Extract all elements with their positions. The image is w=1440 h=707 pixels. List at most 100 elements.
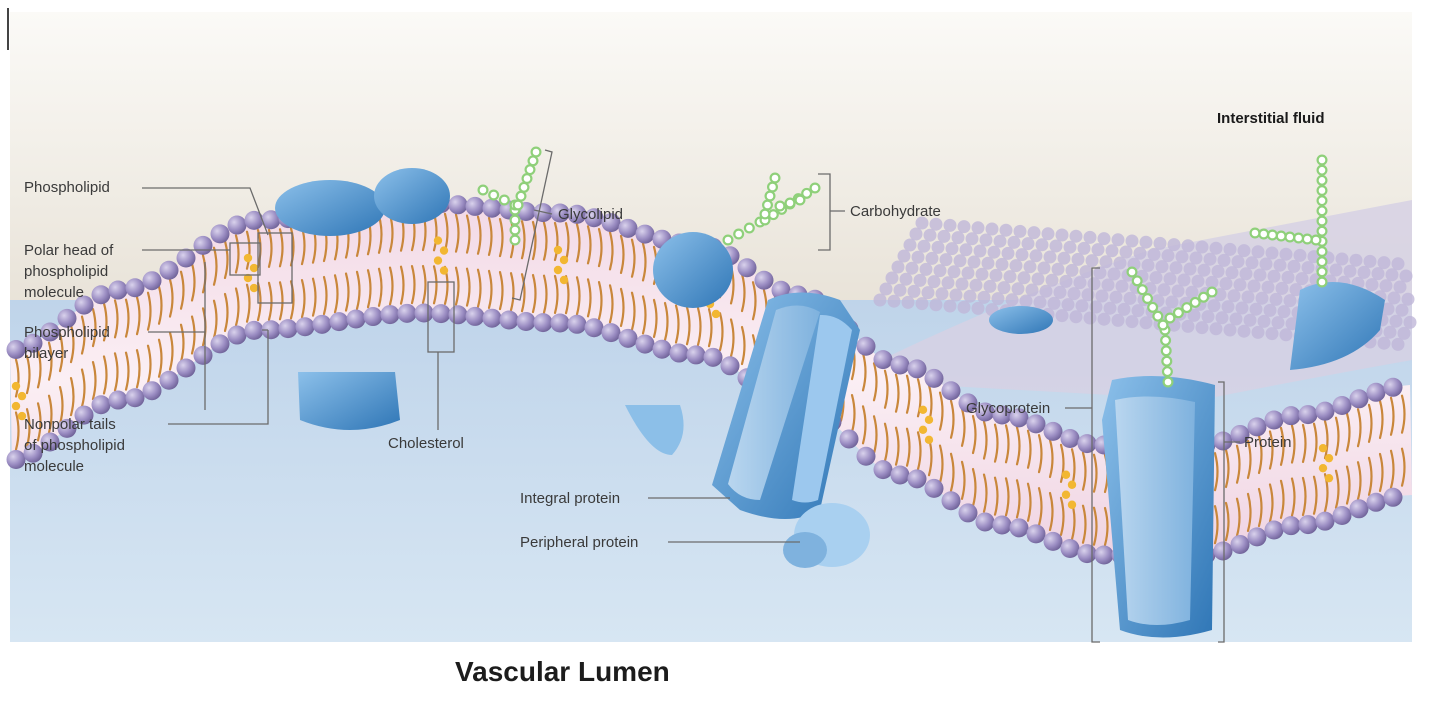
phospholipid-head: [1377, 336, 1391, 350]
phospholipid-head: [23, 333, 43, 353]
phospholipid-head: [893, 283, 907, 297]
lipid-tail: [1389, 396, 1395, 436]
phospholipid-head: [108, 280, 128, 300]
bilayer-bracket: [148, 262, 206, 410]
sugar-unit: [1152, 310, 1164, 322]
lipid-tail: [377, 267, 383, 307]
phospholipid-head: [1365, 278, 1379, 292]
phospholipid-head: [431, 304, 451, 324]
phospholipid-head: [1231, 255, 1245, 269]
lipid-tail: [91, 360, 97, 401]
lipid-tail: [102, 302, 108, 342]
phospholipid-head: [1271, 316, 1285, 330]
lipid-tail: [619, 287, 625, 328]
lipid-tail: [608, 284, 614, 324]
phospholipid-head: [1265, 327, 1279, 341]
phospholipid-head: [1011, 282, 1025, 296]
glycolipid-bracket: [511, 149, 553, 301]
cholesterol-molecule: [243, 253, 253, 263]
phospholipid-head: [1019, 294, 1033, 308]
phospholipid-head: [1161, 249, 1175, 263]
lipid-tail: [1004, 424, 1010, 464]
lipid-tail: [894, 426, 900, 466]
sugar-unit: [1160, 334, 1172, 346]
phospholipid-head: [965, 232, 979, 246]
phospholipid-head: [899, 272, 913, 286]
phospholipid-head: [1247, 417, 1267, 437]
phospholipid-head: [1075, 299, 1089, 313]
cholesterol-molecule: [711, 309, 721, 319]
cholesterol-molecule: [918, 425, 928, 435]
phospholipid-head: [1273, 258, 1287, 272]
phospholipid-head: [995, 257, 1009, 271]
phospholipid-head: [261, 210, 281, 230]
phospholipid-head: [1389, 314, 1403, 328]
sugar-unit: [1147, 301, 1159, 313]
lipid-tail: [256, 281, 262, 322]
phospholipid-head: [1153, 236, 1167, 250]
lipid-tail: [300, 279, 306, 319]
phospholipid-head: [935, 287, 949, 301]
phospholipid-head: [971, 301, 985, 315]
phospholipid-head: [1063, 240, 1077, 254]
lipid-tail: [1081, 451, 1087, 491]
phospholipid-head: [999, 223, 1013, 237]
phospholipid-head: [1366, 382, 1386, 402]
phospholipid-head: [1223, 323, 1237, 337]
lipid-tail: [1367, 456, 1373, 496]
sugar-unit: [524, 164, 536, 176]
lipid-tail: [1279, 479, 1285, 519]
phospholipid-head: [958, 503, 978, 523]
sugar-unit: [1157, 319, 1169, 331]
phospholipid-head: [108, 390, 128, 410]
phospholipid-head: [1383, 377, 1403, 397]
phospholipid-head: [1021, 237, 1035, 251]
phospholipid-head: [915, 297, 929, 311]
phospholipid-head: [1067, 287, 1081, 301]
phospholipid-head: [891, 260, 905, 274]
phospholipid-head: [1185, 285, 1199, 299]
sugar-unit: [733, 228, 745, 240]
phospholipid-head: [969, 278, 983, 292]
phospholipid-head: [1332, 506, 1352, 526]
lipid-tail: [223, 239, 229, 280]
phospholipid-head: [1009, 518, 1029, 538]
cholesterol-molecule: [559, 275, 569, 285]
phospholipid-head: [1343, 264, 1357, 278]
lipid-tail: [267, 281, 273, 321]
phospholipid-head: [931, 240, 945, 254]
lipid-tail: [278, 281, 284, 321]
lipid-tail: [1246, 492, 1252, 532]
lipid-tail: [1334, 469, 1340, 509]
lipid-tail: [1323, 420, 1329, 460]
lipid-tail: [960, 460, 966, 500]
lipid-tail: [520, 273, 526, 313]
cholesterol-molecule: [11, 381, 21, 391]
lipid-tail: [718, 312, 724, 352]
phospholipid-head: [1255, 291, 1269, 305]
phospholipid-head: [1081, 288, 1095, 302]
lipid-tail: [729, 318, 735, 358]
lipid-tail: [652, 298, 658, 339]
lipid-tail: [1224, 448, 1230, 489]
lipid-tail: [905, 374, 911, 414]
cholesterol-box: [427, 281, 455, 353]
lipid-tail: [135, 296, 141, 336]
phospholipid-head: [1103, 301, 1117, 315]
cholesterol-molecule: [1318, 443, 1328, 453]
phospholipid-head: [550, 313, 570, 333]
phospholipid-head: [1201, 310, 1215, 324]
lipid-tail: [1213, 452, 1219, 492]
phospholipid-head: [159, 260, 179, 280]
lipid-tail: [399, 265, 405, 305]
phospholipid-head: [1195, 240, 1209, 254]
phospholipid-head: [1349, 499, 1369, 519]
lipid-tail: [960, 407, 966, 447]
lipid-tail: [179, 270, 185, 310]
phospholipid-head: [1289, 283, 1303, 297]
cholesterol-molecule: [1067, 500, 1077, 509]
sugar-unit: [809, 182, 821, 194]
sugar-unit: [1189, 296, 1201, 308]
